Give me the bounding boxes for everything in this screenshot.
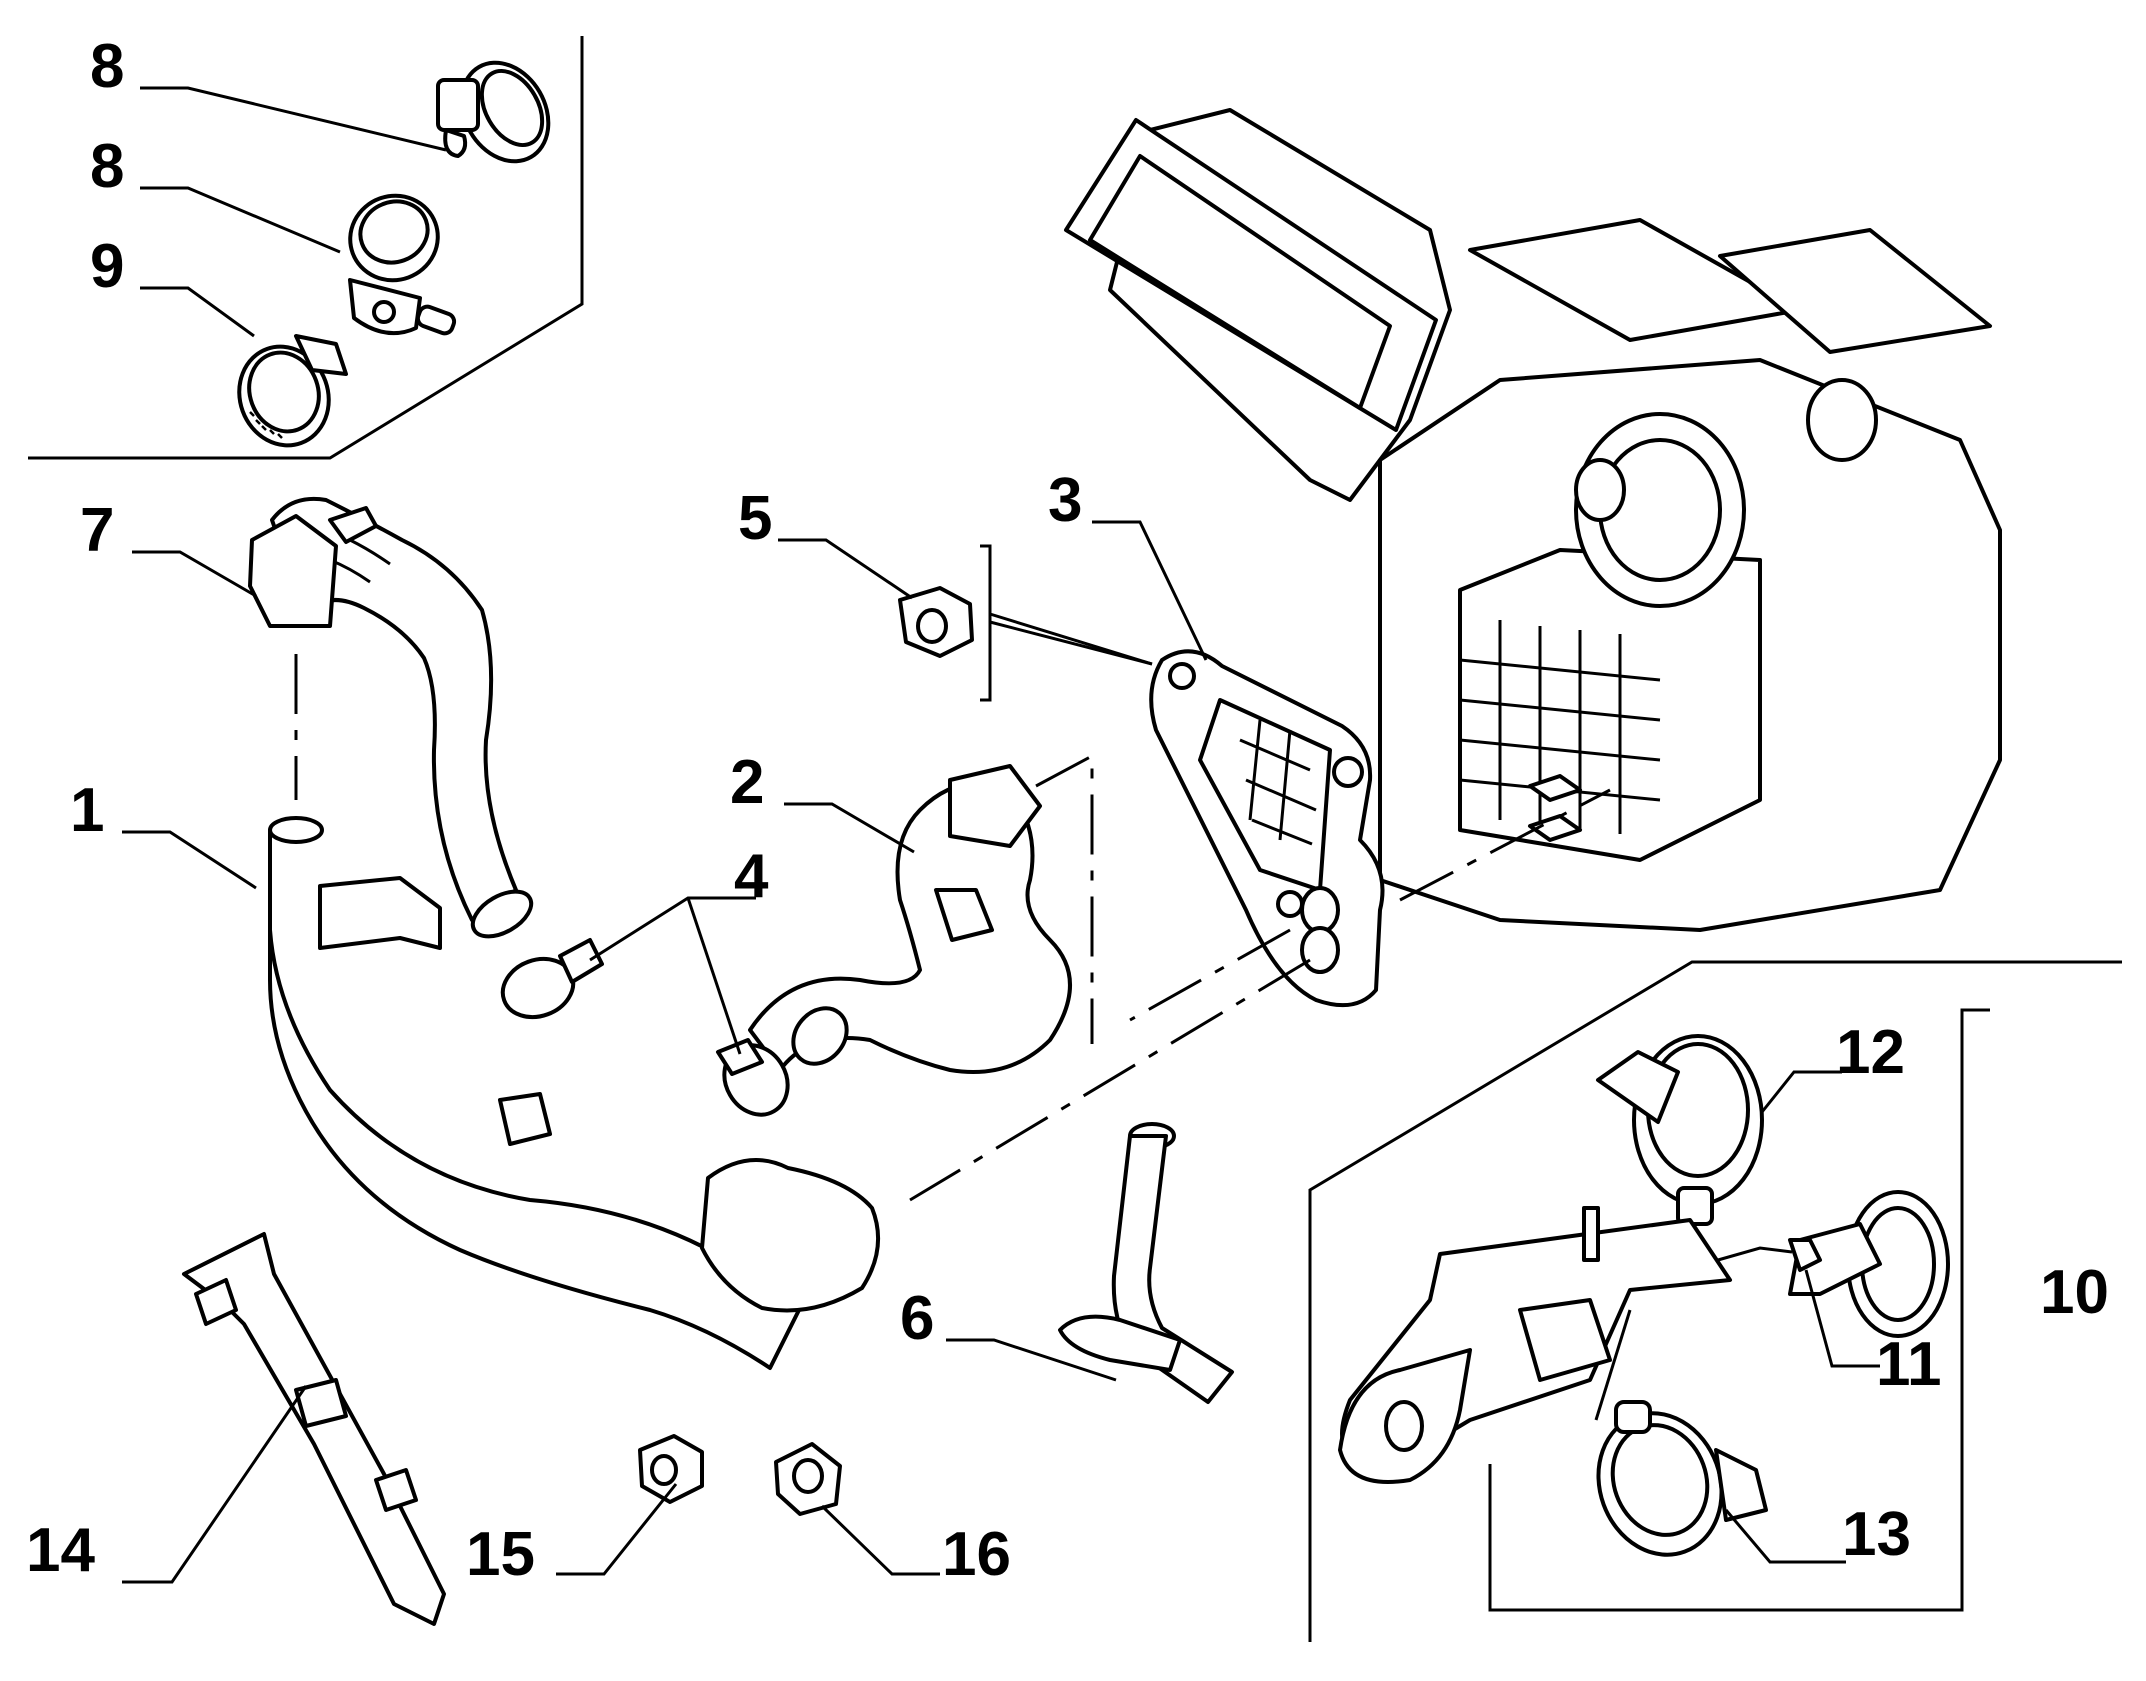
worm-clamp-9: [237, 334, 348, 448]
gasket-3: [1149, 649, 1385, 1008]
kit-frame-bracket: [1308, 960, 2122, 1642]
heater-hose-2: [748, 764, 1072, 1074]
callout-11: 11: [1876, 1330, 1942, 1399]
callout-9: 9: [90, 232, 125, 301]
clamp-13: [1596, 1400, 1768, 1557]
pipe-6: [1058, 1122, 1234, 1404]
callout-3: 3: [1048, 466, 1083, 535]
kit-frame-clamps: [28, 36, 584, 460]
callout-2: 2: [730, 748, 765, 817]
heater-unit: [1064, 108, 2002, 932]
callout-8a: 8: [90, 32, 125, 101]
hose-clamp-4: [500, 938, 790, 1117]
callout-13: 13: [1842, 1500, 1911, 1569]
bracket-14: [182, 1232, 446, 1626]
hose-clamp-8b: [348, 193, 457, 336]
callout-12: 12: [1836, 1018, 1905, 1087]
callout-4: 4: [734, 842, 769, 911]
callout-1: 1: [70, 776, 105, 845]
callout-15: 15: [466, 1520, 535, 1589]
nut-5: [898, 586, 974, 658]
nut-15: [638, 1434, 704, 1504]
callout-10: 10: [2040, 1258, 2109, 1327]
callout-7: 7: [80, 496, 115, 565]
heater-hose-7: [248, 496, 534, 939]
callout-16: 16: [942, 1520, 1011, 1589]
clamp-12: [1596, 1034, 1764, 1226]
heater-hose-1: [268, 816, 881, 1370]
callout-8b: 8: [90, 132, 125, 201]
callout-6: 6: [900, 1284, 935, 1353]
callout-14: 14: [26, 1516, 95, 1585]
callout-5: 5: [738, 484, 773, 553]
hose-clamp-8a: [436, 60, 551, 164]
clamp-11: [1788, 1190, 1950, 1338]
nut-16: [774, 1442, 842, 1516]
bracket-10: [1338, 1206, 1732, 1484]
